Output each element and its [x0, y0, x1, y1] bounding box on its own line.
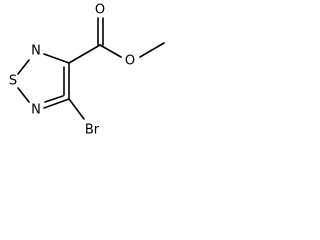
atom-br-label: Br — [85, 123, 100, 138]
bond-oester-methyl — [139, 42, 165, 58]
bond-c4-n5-inner — [44, 95, 64, 103]
atom-s1-label: S — [9, 74, 17, 89]
bond-c4-n5 — [43, 98, 70, 109]
bond-c3-cester — [68, 44, 101, 64]
bond-cester-oester — [99, 44, 122, 58]
atom-o-ester-label: O — [125, 54, 135, 69]
bond-n2-c3 — [43, 53, 70, 64]
bond-c4-br — [68, 98, 85, 120]
bond-s1-n2 — [17, 59, 30, 75]
atom-n2-label: N — [31, 44, 41, 59]
atom-o-carbonyl-label: O — [95, 3, 105, 18]
bond-n5-s1 — [17, 87, 30, 103]
atom-n5-label: N — [31, 103, 41, 118]
structure-diagram: S N N O O Br — [9, 3, 165, 138]
